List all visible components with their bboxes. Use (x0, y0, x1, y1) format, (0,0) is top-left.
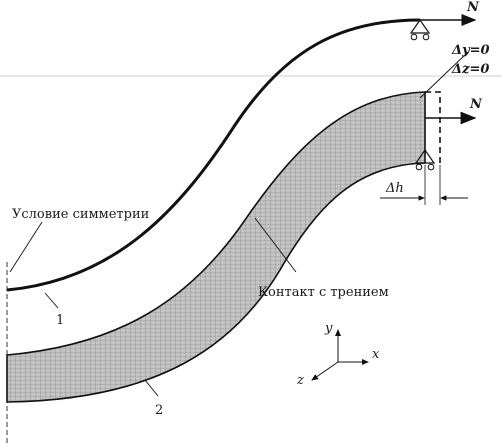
symmetry-leader (9, 221, 43, 273)
roller-support-icon (409, 18, 431, 41)
friction-leader (254, 217, 297, 273)
part2-leader (144, 379, 159, 397)
meshed-band-part-2 (6, 91, 426, 403)
axis-z-label: z (296, 373, 304, 388)
dh-dimension (380, 165, 468, 205)
constraint-leader (419, 51, 469, 99)
force-right-label: N (469, 97, 483, 112)
curved-sheet-part-1 (6, 18, 421, 292)
symmetry-label: Условие симметрии (12, 207, 149, 222)
dy-constraint-label: Δy=0 (451, 43, 490, 58)
part-1-label: 1 (56, 313, 64, 328)
part1-leader (44, 292, 59, 309)
dashed-end-outline (425, 91, 441, 163)
dz-constraint-label: Δz=0 (451, 62, 489, 77)
roller-support-icon (414, 148, 436, 171)
friction-label: Контакт с трением (258, 285, 389, 300)
axis-y-label: y (324, 321, 333, 336)
part-2-label: 2 (155, 403, 163, 418)
dh-label: Δh (385, 181, 404, 196)
force-top-label: N (466, 0, 480, 15)
axis-x-label: x (372, 347, 380, 362)
coordinate-axes (311, 329, 369, 381)
